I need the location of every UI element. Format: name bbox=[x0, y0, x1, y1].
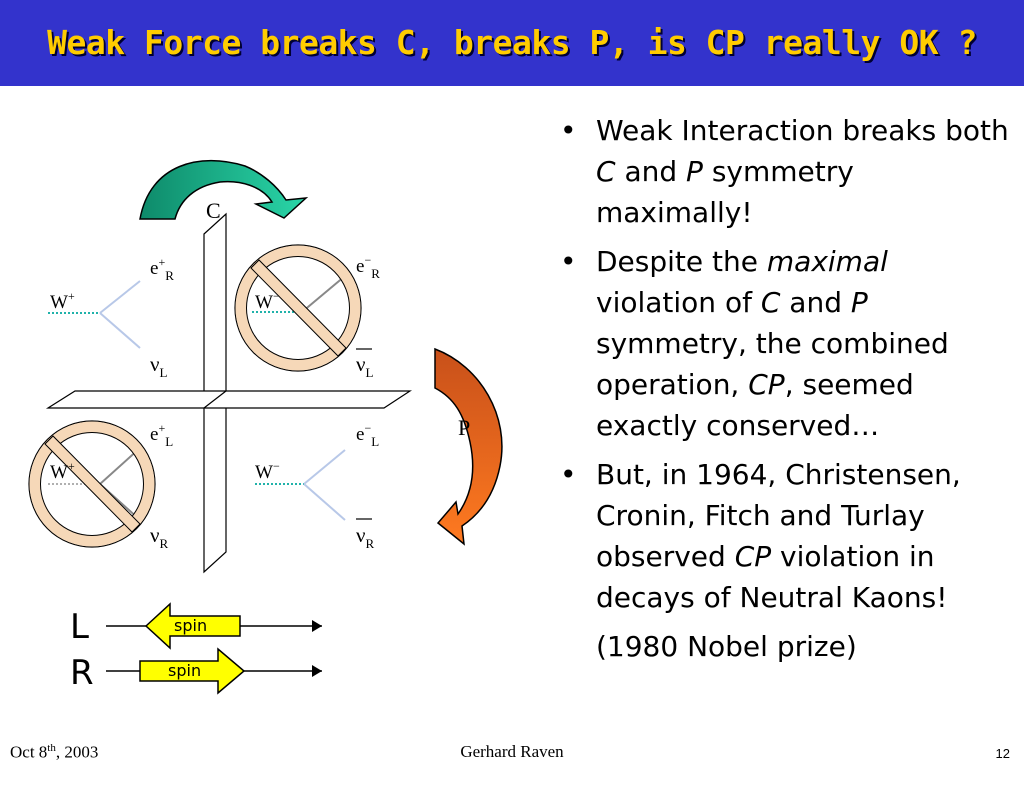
svg-text:W−: W− bbox=[255, 289, 280, 313]
bl-lepton-sub: L bbox=[165, 434, 173, 449]
tr-lepton-charge: − bbox=[364, 253, 371, 267]
svg-text:νR: νR bbox=[150, 523, 169, 551]
br-neutrino: ν bbox=[356, 523, 366, 547]
bl-boson-charge: + bbox=[68, 459, 75, 473]
bl-neutrino-sub: R bbox=[160, 536, 169, 551]
bullet-3: But, in 1964, Christensen, Cronin, Fitch… bbox=[552, 454, 1012, 618]
vertex-top-left bbox=[48, 280, 141, 349]
svg-text:νL: νL bbox=[150, 352, 168, 380]
svg-text:νL: νL bbox=[356, 352, 374, 380]
svg-text:W+: W+ bbox=[50, 289, 75, 313]
bullet-1: Weak Interaction breaks both C and P sym… bbox=[552, 110, 1012, 233]
br-lepton-charge: − bbox=[364, 421, 371, 435]
bullet-2: Despite the maximal violation of C and P… bbox=[552, 241, 1012, 446]
footer-author: Gerhard Raven bbox=[460, 742, 564, 761]
bl-neutrino: ν bbox=[150, 523, 160, 547]
spin-arrow-right bbox=[139, 647, 246, 695]
br-lepton-sub: L bbox=[371, 434, 379, 449]
p-arrow bbox=[434, 347, 503, 546]
tr-lepton-sub: R bbox=[371, 266, 380, 281]
nobel-note: (1980 Nobel prize) bbox=[596, 630, 857, 663]
tl-lepton: e bbox=[150, 258, 158, 279]
page-number: 12 bbox=[995, 746, 1010, 761]
tl-boson-charge: + bbox=[68, 289, 75, 303]
tr-boson-charge: − bbox=[273, 289, 280, 303]
title-bar bbox=[0, 0, 1024, 86]
svg-text:e+R: e+R bbox=[150, 255, 174, 283]
footer-date: Oct 8th, 2003 bbox=[10, 742, 99, 762]
spin-left-letter: L bbox=[70, 607, 89, 647]
prohibition-bottom-left bbox=[28, 420, 156, 548]
c-label: C bbox=[206, 198, 221, 223]
tr-neutrino: ν bbox=[356, 352, 366, 376]
tl-lepton-sub: R bbox=[165, 268, 174, 283]
br-boson-charge: − bbox=[273, 459, 280, 473]
svg-text:νR: νR bbox=[356, 523, 375, 551]
spin-right-letter: R bbox=[70, 653, 94, 693]
br-boson: W bbox=[255, 462, 273, 483]
tl-lepton-charge: + bbox=[158, 255, 165, 269]
horizontal-plane bbox=[45, 390, 413, 409]
svg-text:W+: W+ bbox=[50, 459, 75, 483]
slide-title: Weak Force breaks C, breaks P, is CP rea… bbox=[47, 23, 977, 62]
tl-neutrino-sub: L bbox=[160, 365, 168, 380]
bl-boson: W bbox=[50, 462, 68, 483]
br-neutrino-sub: R bbox=[366, 536, 375, 551]
tr-boson: W bbox=[255, 292, 273, 313]
svg-text:W−: W− bbox=[255, 459, 280, 483]
svg-text:e−L: e−L bbox=[356, 421, 379, 449]
prohibition-top-right bbox=[234, 244, 362, 372]
tl-neutrino: ν bbox=[150, 352, 160, 376]
vertex-bottom-right bbox=[255, 449, 346, 521]
p-label: P bbox=[458, 415, 470, 440]
c-arrow bbox=[139, 159, 309, 220]
tr-lepton: e bbox=[356, 256, 364, 277]
spin-right-text: spin bbox=[168, 661, 201, 680]
tr-neutrino-sub: L bbox=[366, 365, 374, 380]
svg-text:e−R: e−R bbox=[356, 253, 380, 281]
svg-text:e+L: e+L bbox=[150, 421, 173, 449]
tl-boson: W bbox=[50, 292, 68, 313]
cp-diagram: C P W+ e+R νL W− e−R νL bbox=[28, 159, 503, 695]
spin-left-text: spin bbox=[174, 616, 207, 635]
bullet-list: Weak Interaction breaks both C and P sym… bbox=[552, 110, 1012, 675]
br-lepton: e bbox=[356, 424, 364, 445]
spin-arrow-left bbox=[144, 602, 241, 650]
bl-lepton: e bbox=[150, 424, 158, 445]
bl-lepton-charge: + bbox=[158, 421, 165, 435]
